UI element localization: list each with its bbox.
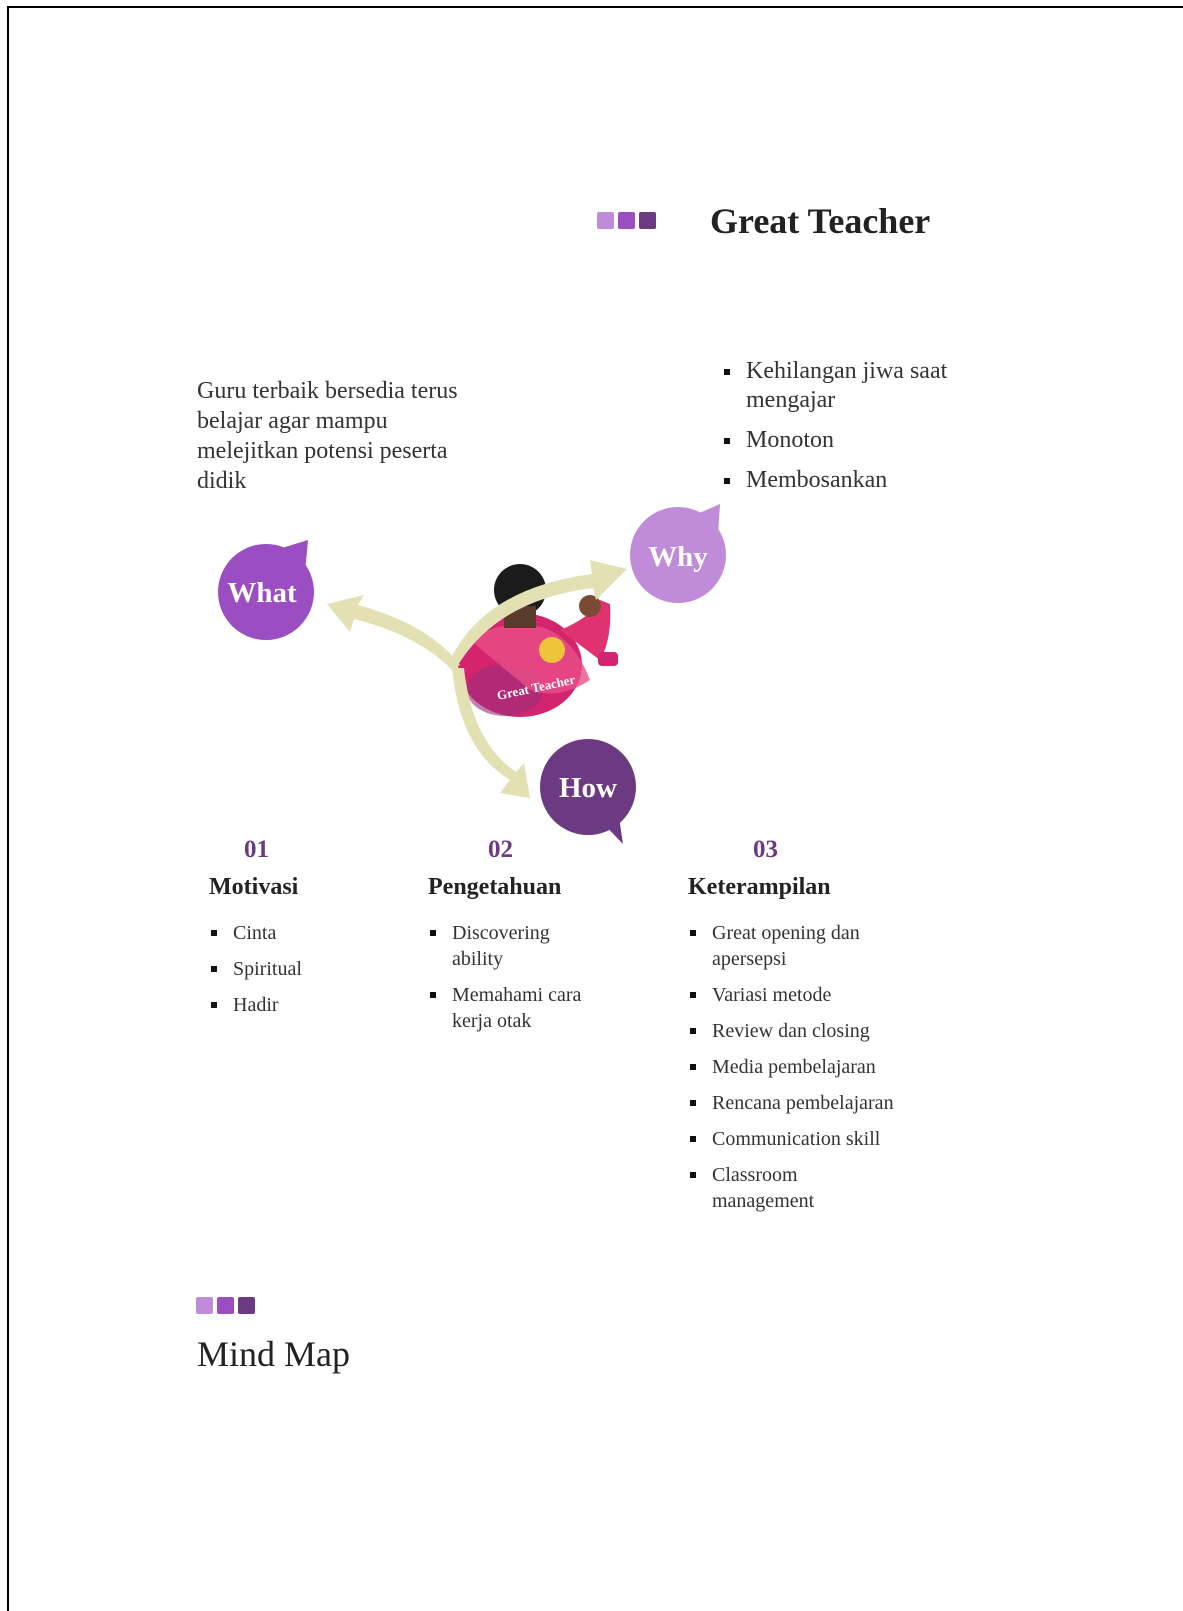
square-medium-icon [217,1297,234,1314]
how-bubble: How [540,739,636,844]
arrow-to-what-icon [327,595,460,670]
why-list: Kehilangan jiwa saat mengajar Monoton Me… [722,357,982,506]
list-item: Cinta [209,920,399,946]
list-item: Media pembelajaran [688,1054,928,1080]
page-frame [7,6,1183,1611]
why-label: Why [648,541,708,573]
column-number: 03 [753,836,778,863]
list-item: Review dan closing [688,1018,928,1044]
why-item: Kehilangan jiwa saat mengajar [722,357,982,415]
footer-title: Mind Map [197,1334,350,1374]
list-item: Memahami cara kerja otak [428,982,603,1034]
list-item: Classroom management [688,1162,822,1214]
what-description: Guru terbaik bersedia terus belajar agar… [197,378,458,494]
list-item: Communication skill [688,1126,928,1152]
list-item: Rencana pembelajaran [688,1090,928,1116]
what-bubble: What [218,540,314,640]
how-label: How [559,772,617,804]
list-item: Variasi metode [688,982,928,1008]
arrow-to-how-icon [452,668,530,798]
what-label: What [227,577,297,609]
page-title: Great Teacher [710,201,931,241]
list-item: Great opening dan apersepsi [688,920,902,972]
column-list: Discovering ability Memahami cara kerja … [428,920,603,1044]
list-item: Discovering ability [428,920,603,972]
column-list: Cinta Spiritual Hadir [209,920,399,1028]
column-title: Pengetahuan [428,874,562,900]
column-list: Great opening dan apersepsi Variasi meto… [688,920,928,1224]
teacher-photo-icon: Great Teacher [458,564,618,717]
list-item: Hadir [209,992,399,1018]
square-light-icon [597,212,614,229]
why-item: Monoton [722,426,982,455]
why-item: Membosankan [722,466,982,495]
why-bubble: Why [630,504,726,603]
column-title: Motivasi [209,874,299,900]
header-squares-icon [597,212,656,229]
arrow-to-why-icon [450,560,627,670]
column-title: Keterampilan [688,874,831,900]
square-medium-icon [618,212,635,229]
square-light-icon [196,1297,213,1314]
column-number: 02 [488,836,513,863]
square-dark-icon [639,212,656,229]
column-number: 01 [244,836,269,863]
connector-arrows [327,560,627,798]
footer-squares-icon [196,1297,255,1314]
list-item: Spiritual [209,956,399,982]
square-dark-icon [238,1297,255,1314]
